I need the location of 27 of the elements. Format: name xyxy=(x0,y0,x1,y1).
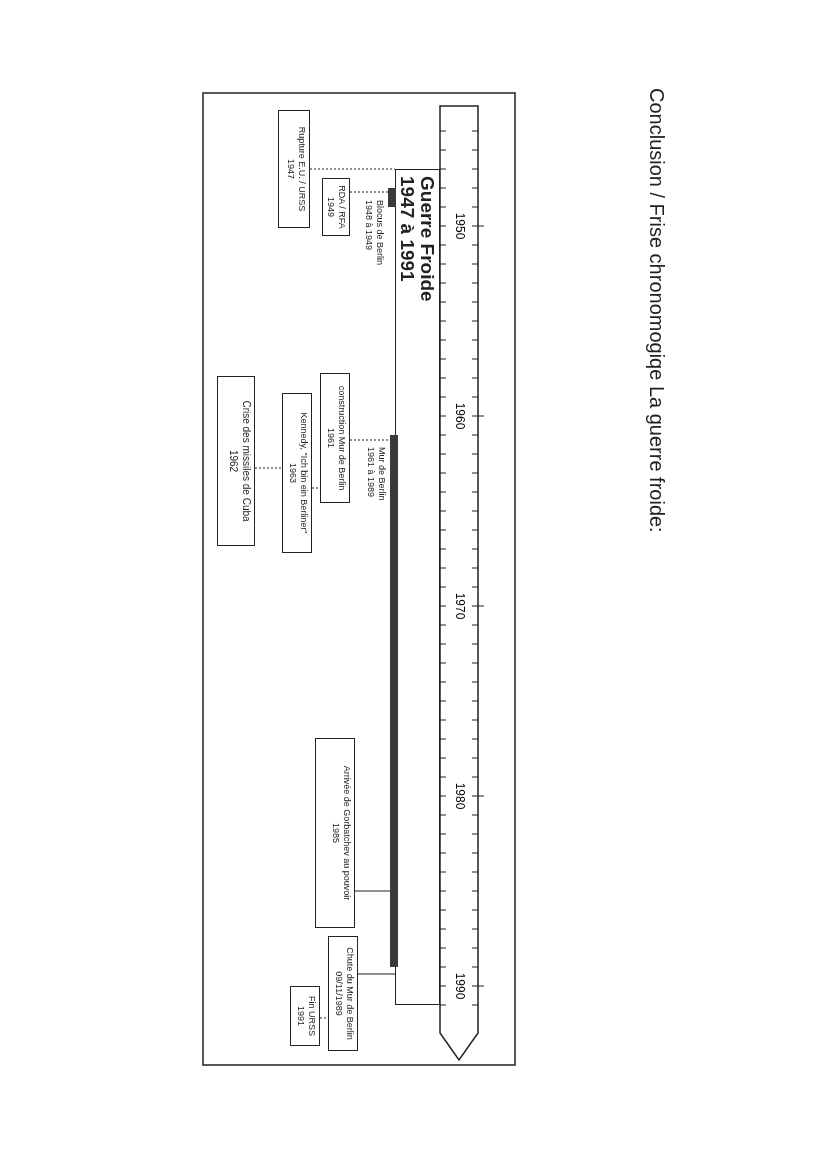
connector-line xyxy=(349,191,389,193)
connector-line xyxy=(311,487,321,489)
connector-line xyxy=(349,439,391,441)
period-bar xyxy=(388,188,396,207)
year-label: 1970 xyxy=(453,590,467,622)
event-box: Crise des missiles de Cuba 1962 xyxy=(217,376,255,546)
event-box: Chute du Mur de Berlin 09/11/1989 xyxy=(328,936,358,1051)
period-bar xyxy=(390,435,398,967)
year-label: 1990 xyxy=(453,970,467,1002)
year-label: 1980 xyxy=(453,780,467,812)
event-box: construction Mur de Berlin 1961 xyxy=(320,373,350,503)
event-box: Kennedy, "Ich bin ein Berliner" 1963 xyxy=(282,393,312,553)
period-label: Blocus de Berlin 1948 à 1949 xyxy=(363,200,385,266)
year-label: 1950 xyxy=(453,210,467,242)
connector-line xyxy=(357,973,396,975)
period-label: Mur de Berlin 1961 à 1989 xyxy=(365,447,387,501)
period-band: Guerre Froide 1947 à 1991 xyxy=(395,169,440,1005)
year-label: 1960 xyxy=(453,400,467,432)
connector-line xyxy=(254,467,283,469)
event-box: Rupture E.U. / URSS 1947 xyxy=(278,110,310,228)
page-title: Conclusion / Frise chronomogiqe La guerre froide: xyxy=(645,88,668,533)
event-box: Fin URSS 1991 xyxy=(290,986,320,1046)
connector-line xyxy=(354,890,391,892)
connector-line xyxy=(319,1017,329,1019)
event-box: Arrivée de Gorbatchev au pouvoir 1985 xyxy=(315,738,355,928)
connector-line xyxy=(309,168,396,170)
event-box: RDA / RFA 1949 xyxy=(322,178,350,236)
